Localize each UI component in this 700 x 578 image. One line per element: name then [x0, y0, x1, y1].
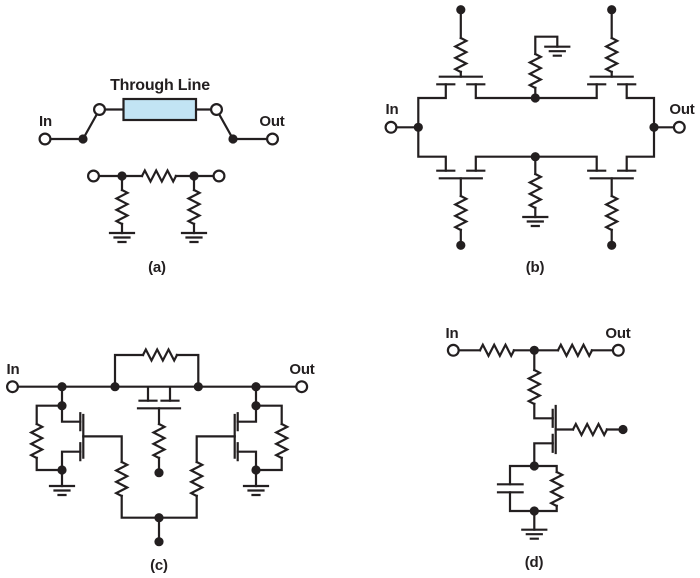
control-terminal-dot: [618, 424, 628, 435]
resistor-icon: [141, 348, 179, 362]
fet-icon: [436, 75, 486, 86]
node-dot: [57, 401, 67, 411]
node-dot: [154, 513, 164, 523]
terminal-icon: [295, 380, 309, 394]
control-terminal-dot: [456, 5, 466, 15]
node-dot: [530, 152, 540, 162]
fet-icon: [587, 169, 637, 180]
node-dot: [57, 465, 67, 475]
control-terminal-dot: [607, 240, 617, 250]
capacitor-icon: [496, 483, 524, 494]
ground-icon: [544, 45, 571, 57]
in-label: In: [39, 113, 52, 130]
control-terminal-dot: [154, 468, 164, 478]
panel-c: In Out (c): [5, 348, 315, 574]
panel-d-caption: (d): [525, 554, 544, 571]
out-label: Out: [605, 325, 630, 342]
node-dot: [649, 122, 659, 132]
wire: [452, 349, 625, 531]
terminal-icon: [212, 169, 226, 183]
node-dot: [529, 506, 539, 516]
wire: [43, 108, 274, 235]
panel-b-caption: (b): [526, 259, 545, 276]
through-line-label: Through Line: [110, 77, 210, 94]
panel-d: In Out (d): [446, 325, 631, 571]
in-label: In: [386, 101, 399, 118]
fet-icon: [436, 169, 486, 180]
resistor-icon: [152, 422, 166, 460]
resistor-icon: [140, 169, 178, 183]
ground-icon: [48, 484, 76, 497]
resistor-icon: [454, 194, 468, 232]
panel-a: Through Line In Out (a): [38, 77, 285, 276]
node-dot: [57, 382, 67, 392]
node-dot: [193, 382, 203, 392]
node-dot: [529, 345, 539, 355]
terminal-icon: [446, 343, 460, 357]
node-dot: [529, 461, 539, 471]
terminal-icon: [5, 380, 19, 394]
node-dot: [189, 171, 199, 181]
node-dot: [251, 401, 261, 411]
node-dot: [530, 93, 540, 103]
resistor-icon: [275, 422, 289, 460]
resistor-icon: [115, 460, 129, 498]
panel-c-caption: (c): [150, 557, 168, 574]
resistor-icon: [115, 188, 129, 226]
resistor-icon: [30, 422, 44, 460]
fet-icon: [233, 412, 239, 462]
out-label: Out: [259, 113, 284, 130]
panel-a-caption: (a): [148, 259, 166, 276]
resistor-icon: [605, 36, 619, 74]
fet-icon: [79, 412, 85, 462]
resistor-icon: [556, 343, 594, 357]
wire: [389, 8, 681, 247]
resistor-icon: [528, 52, 542, 90]
control-terminal-dot: [154, 537, 164, 547]
ground-icon: [242, 484, 270, 497]
node-dot: [413, 122, 423, 132]
terminal-icon: [86, 169, 101, 183]
terminal-icon: [384, 120, 398, 134]
fet-icon: [587, 75, 637, 86]
terminal-icon: [672, 120, 686, 134]
resistor-icon: [478, 343, 516, 357]
resistor-icon: [528, 172, 542, 210]
ground-icon: [521, 528, 548, 540]
ground-icon: [108, 231, 136, 244]
ground-icon: [522, 215, 549, 228]
panel-b: In Out (b): [384, 5, 695, 276]
control-terminal-dot: [456, 240, 466, 250]
node-dot: [78, 134, 88, 144]
node-dot: [228, 134, 238, 144]
out-label: Out: [289, 361, 314, 378]
wire: [11, 353, 303, 543]
resistor-icon: [527, 368, 541, 406]
resistor-icon: [571, 422, 609, 437]
resistor-icon: [550, 470, 564, 508]
through-line-block: [122, 97, 198, 122]
ground-icon: [180, 231, 208, 244]
resistor-icon: [190, 460, 204, 498]
out-label: Out: [669, 101, 694, 118]
resistor-icon: [187, 188, 201, 226]
terminal-icon: [611, 343, 625, 357]
control-terminal-dot: [607, 5, 617, 15]
terminal-icon: [38, 132, 52, 146]
node-dot: [251, 465, 261, 475]
resistor-icon: [454, 36, 468, 74]
node-dot: [251, 382, 261, 392]
node-dot: [110, 382, 120, 392]
in-label: In: [446, 325, 459, 342]
fet-icon: [551, 404, 557, 455]
terminal-icon: [210, 102, 223, 117]
fet-icon: [136, 399, 182, 410]
terminal-icon: [92, 102, 107, 117]
in-label: In: [7, 361, 20, 378]
node-dot: [117, 171, 127, 181]
terminal-icon: [266, 132, 279, 146]
resistor-icon: [605, 194, 619, 232]
